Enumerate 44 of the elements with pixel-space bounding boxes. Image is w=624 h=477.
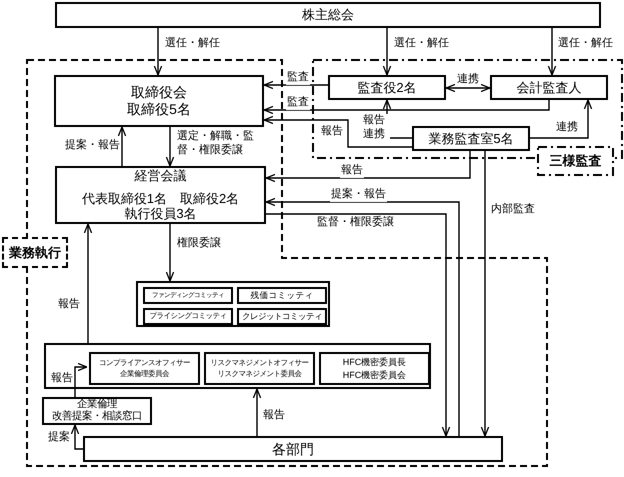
arrow: [548, 28, 556, 76]
group-box: [44, 343, 431, 389]
process-box: 株主総会: [55, 2, 601, 28]
edge-label: 提案・報告: [64, 139, 121, 153]
arrow: [263, 116, 412, 148]
process-box: 監査役2名: [328, 75, 446, 100]
arrow: [480, 151, 490, 437]
edge-label: 監督・権限委譲: [316, 216, 395, 230]
arrow: [263, 80, 328, 90]
process-box: 業務監査室5名: [412, 126, 530, 151]
arrow: [154, 28, 162, 76]
edge-label: 提案: [47, 431, 71, 445]
group-label: 業務執行: [2, 237, 68, 268]
arrow: [118, 126, 126, 166]
process-box: 経営会議 代表取締役1名 取締役2名 執行役員3名: [55, 166, 266, 224]
edge-label: 報告: [262, 409, 286, 423]
arrow: [70, 424, 83, 450]
edge-label: 報告: [50, 372, 74, 386]
arrow: [74, 362, 88, 397]
arrow: [166, 224, 174, 282]
edge-label: 監査: [286, 96, 310, 110]
arrow: [265, 151, 471, 182]
edge-label: 報告連携: [362, 114, 390, 142]
arrow: [530, 99, 592, 139]
process-box: 取締役会 取締役5名: [54, 75, 264, 127]
edge-label: 報告: [57, 298, 81, 312]
edge-label: 権限委譲: [176, 237, 222, 251]
group-label: 三様監査: [537, 146, 614, 176]
edge-label: 報告: [320, 125, 344, 139]
process-box: 各部門: [83, 436, 503, 462]
group-box: [136, 281, 330, 327]
process-box: クレジットコミッティ: [237, 308, 327, 325]
arrow: [382, 28, 392, 76]
arrow: [445, 84, 491, 92]
arrow: [84, 223, 92, 343]
process-box: 会計監査人: [490, 75, 608, 100]
arrow: [263, 100, 550, 114]
edge-label: 監査: [286, 71, 310, 85]
process-box: HFC機密委員長 HFC機密委員会: [319, 352, 430, 385]
arrow: [166, 127, 174, 167]
edge-label: 提案・報告: [330, 188, 387, 202]
edge-label: 報告: [340, 164, 364, 178]
arrow: [252, 388, 262, 436]
process-box: 残価コミッティ: [237, 287, 327, 304]
